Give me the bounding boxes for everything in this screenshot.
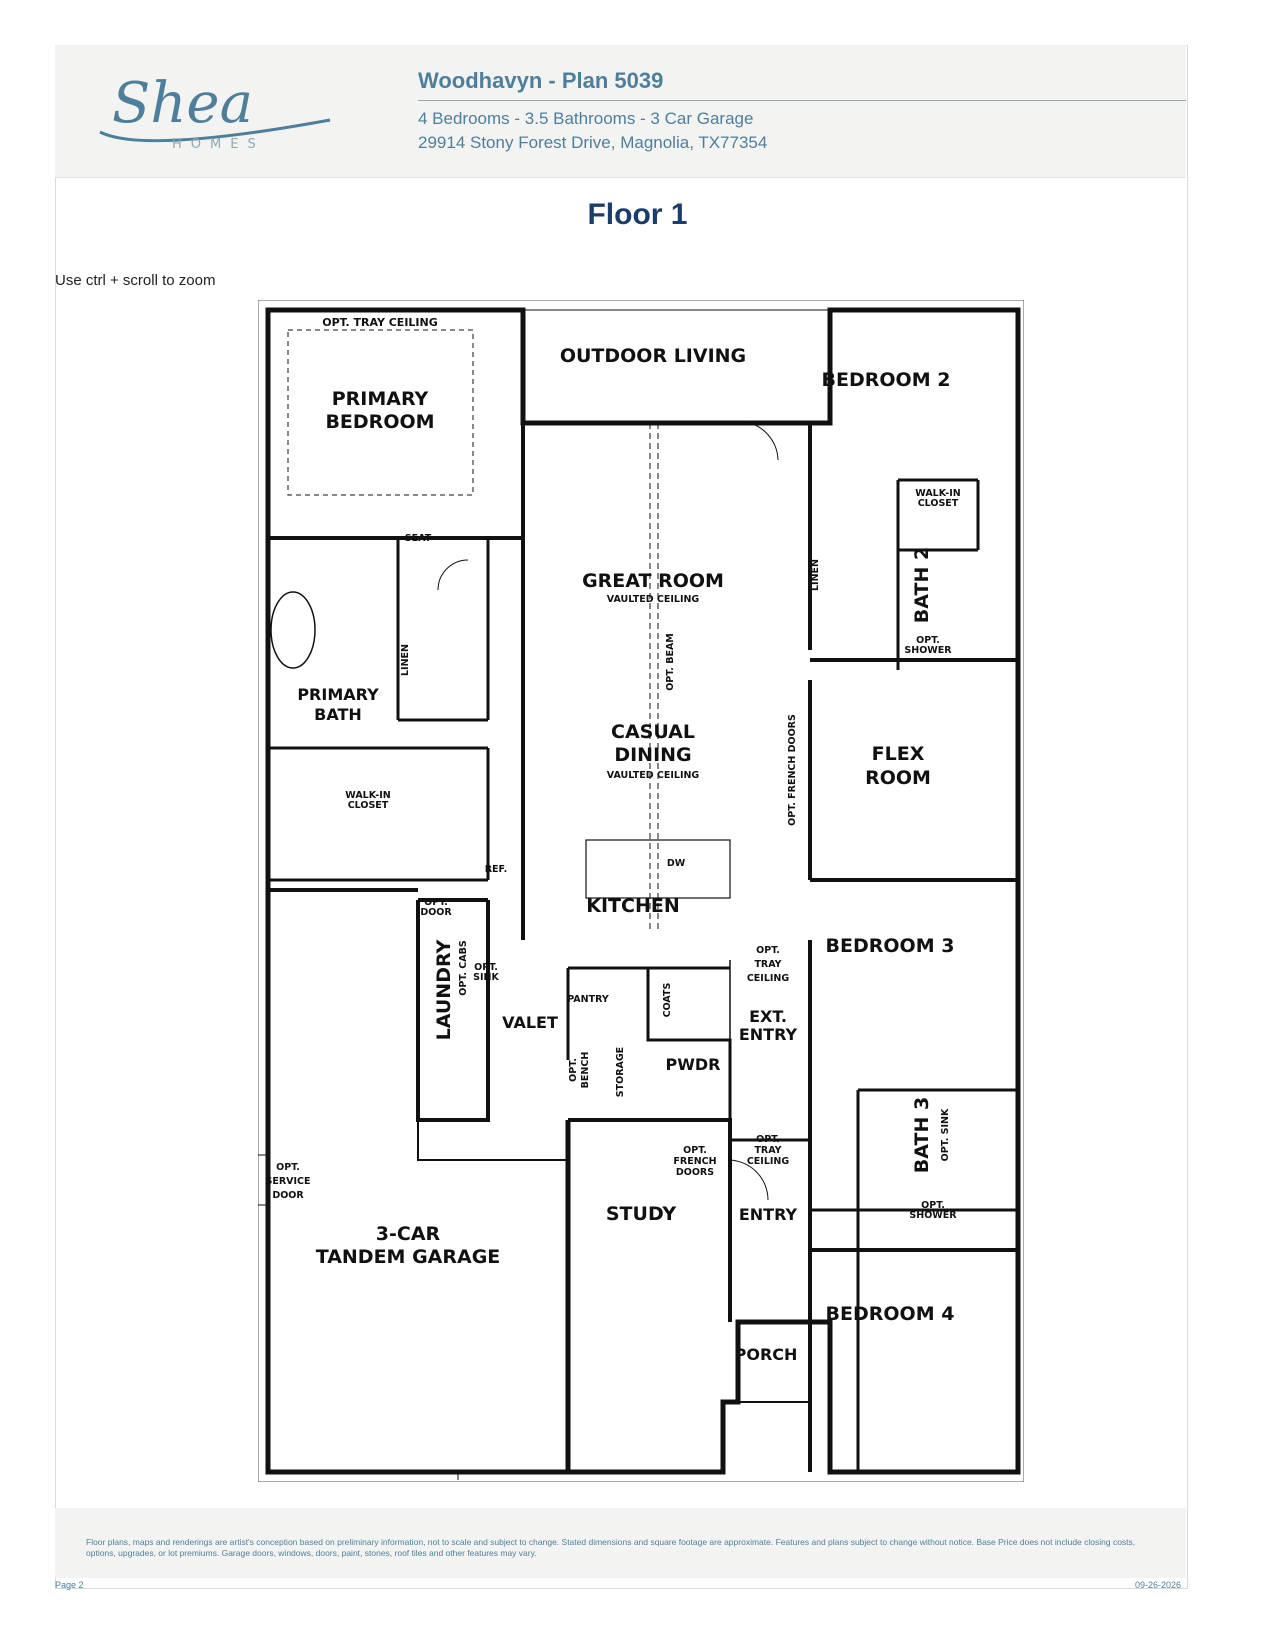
- label-opt-service-door-2: SERVICE: [266, 1176, 311, 1187]
- label-opt-sink-laundry-1: OPT.: [474, 962, 498, 973]
- label-opt-tray-ceiling-ext-2: TRAY: [754, 959, 781, 970]
- label-flex-room-2: ROOM: [865, 767, 931, 789]
- page-number: Page 2: [55, 1580, 84, 1590]
- label-opt-beam: OPT. BEAM: [665, 633, 676, 691]
- label-opt-cabs: OPT. CABS: [458, 940, 469, 996]
- label-vaulted-ceiling-dining: VAULTED CEILING: [607, 770, 700, 781]
- label-opt-service-door-3: DOOR: [272, 1190, 304, 1201]
- label-opt-french-doors-study-1: OPT.: [683, 1145, 707, 1156]
- label-laundry: LAUNDRY: [433, 939, 455, 1040]
- shea-homes-logo: Shea HOMES: [99, 71, 331, 152]
- label-opt-tray-ceiling-ext-3: CEILING: [747, 973, 790, 984]
- label-linen-bed2: LINEN: [810, 559, 821, 591]
- label-primary-bath-1: PRIMARY: [297, 685, 379, 704]
- header-band: [55, 45, 1186, 178]
- label-garage-2: TANDEM GARAGE: [316, 1246, 501, 1268]
- label-ref: REF.: [485, 864, 508, 875]
- label-porch: PORCH: [735, 1345, 798, 1364]
- label-opt-bench-2: BENCH: [580, 1052, 591, 1089]
- label-opt-french-doors-study-2: FRENCH: [673, 1156, 716, 1167]
- label-study: STUDY: [606, 1203, 676, 1225]
- logo-swoosh: [99, 118, 331, 143]
- floor-title: Floor 1: [587, 198, 688, 231]
- label-opt-tray-ceiling-primary: OPT. TRAY CEILING: [322, 316, 438, 329]
- label-opt-shower-bath2-2: SHOWER: [904, 645, 952, 656]
- logo-wordmark: Shea: [112, 71, 253, 136]
- label-coats: COATS: [662, 982, 673, 1017]
- label-ext-entry-2: ENTRY: [739, 1025, 798, 1044]
- label-dw: DW: [667, 858, 686, 869]
- label-bedroom-4: BEDROOM 4: [826, 1303, 955, 1325]
- label-walkin-closet-bed2-1: WALK-IN: [915, 488, 960, 499]
- label-opt-shower-bath2-1: OPT.: [916, 635, 940, 646]
- floor-plan[interactable]: OPT. TRAY CEILING PRIMARY BEDROOM OUTDOO…: [258, 300, 1024, 1482]
- label-bedroom-3: BEDROOM 3: [826, 935, 955, 957]
- label-outdoor-living: OUTDOOR LIVING: [560, 345, 746, 367]
- label-primary-bath-2: BATH: [314, 705, 362, 724]
- label-linen-primary: LINEN: [400, 644, 411, 676]
- zoom-hint: Use ctrl + scroll to zoom: [55, 272, 216, 289]
- label-bedroom-2: BEDROOM 2: [822, 369, 951, 391]
- label-opt-door-2: DOOR: [420, 907, 452, 918]
- label-opt-service-door-1: OPT.: [276, 1162, 300, 1173]
- label-opt-shower-bath3-1: OPT.: [921, 1200, 945, 1211]
- label-opt-tray-ceiling-ext-1: OPT.: [756, 945, 780, 956]
- plan-address: 29914 Stony Forest Drive, Magnolia, TX77…: [418, 133, 768, 152]
- label-entry: ENTRY: [739, 1205, 798, 1224]
- header-rule: [418, 100, 1186, 101]
- label-primary-bedroom-2: BEDROOM: [325, 411, 434, 433]
- label-casual-dining-2: DINING: [614, 744, 691, 766]
- label-ext-entry-1: EXT.: [749, 1007, 787, 1026]
- logo-subtext: HOMES: [172, 137, 265, 152]
- label-opt-french-doors-flex: OPT. FRENCH DOORS: [787, 714, 798, 826]
- label-pantry: PANTRY: [567, 994, 609, 1005]
- label-walkin-closet-primary-1: WALK-IN: [345, 790, 390, 801]
- footer-band: [55, 1508, 1186, 1578]
- label-garage-1: 3-CAR: [376, 1223, 441, 1245]
- label-seat: SEAT: [405, 533, 432, 544]
- label-opt-sink-bath3: OPT. SINK: [940, 1108, 951, 1161]
- label-opt-tray-ceiling-entry-3: CEILING: [747, 1156, 790, 1167]
- label-opt-shower-bath3-2: SHOWER: [909, 1210, 957, 1221]
- label-pwdr: PWDR: [666, 1055, 721, 1074]
- label-bath-2: BATH 2: [911, 547, 933, 623]
- document-sheet: [55, 45, 1188, 1589]
- disclaimer-text: Floor plans, maps and renderings are art…: [86, 1537, 1136, 1558]
- label-valet: VALET: [502, 1013, 558, 1032]
- label-opt-door-1: OPT.: [424, 897, 448, 908]
- label-flex-room-1: FLEX: [872, 743, 925, 765]
- label-casual-dining-1: CASUAL: [611, 721, 695, 743]
- plan-title: Woodhavyn - Plan 5039: [418, 68, 664, 93]
- label-opt-tray-ceiling-entry-2: TRAY: [754, 1145, 781, 1156]
- label-walkin-closet-primary-2: CLOSET: [348, 800, 389, 811]
- label-walkin-closet-bed2-2: CLOSET: [918, 498, 959, 509]
- label-opt-tray-ceiling-entry-1: OPT.: [756, 1134, 780, 1145]
- label-kitchen: KITCHEN: [586, 895, 679, 917]
- plan-details: 4 Bedrooms - 3.5 Bathrooms - 3 Car Garag…: [418, 109, 754, 128]
- label-vaulted-ceiling-great: VAULTED CEILING: [607, 594, 700, 605]
- label-opt-french-doors-study-3: DOORS: [676, 1167, 714, 1178]
- label-great-room: GREAT ROOM: [582, 570, 724, 592]
- label-opt-bench-1: OPT.: [568, 1058, 579, 1082]
- print-date: 09-26-2026: [1135, 1580, 1182, 1590]
- label-storage: STORAGE: [615, 1047, 626, 1097]
- label-primary-bedroom-1: PRIMARY: [332, 388, 429, 410]
- label-bath-3: BATH 3: [911, 1097, 933, 1173]
- label-opt-sink-laundry-2: SINK: [473, 972, 499, 983]
